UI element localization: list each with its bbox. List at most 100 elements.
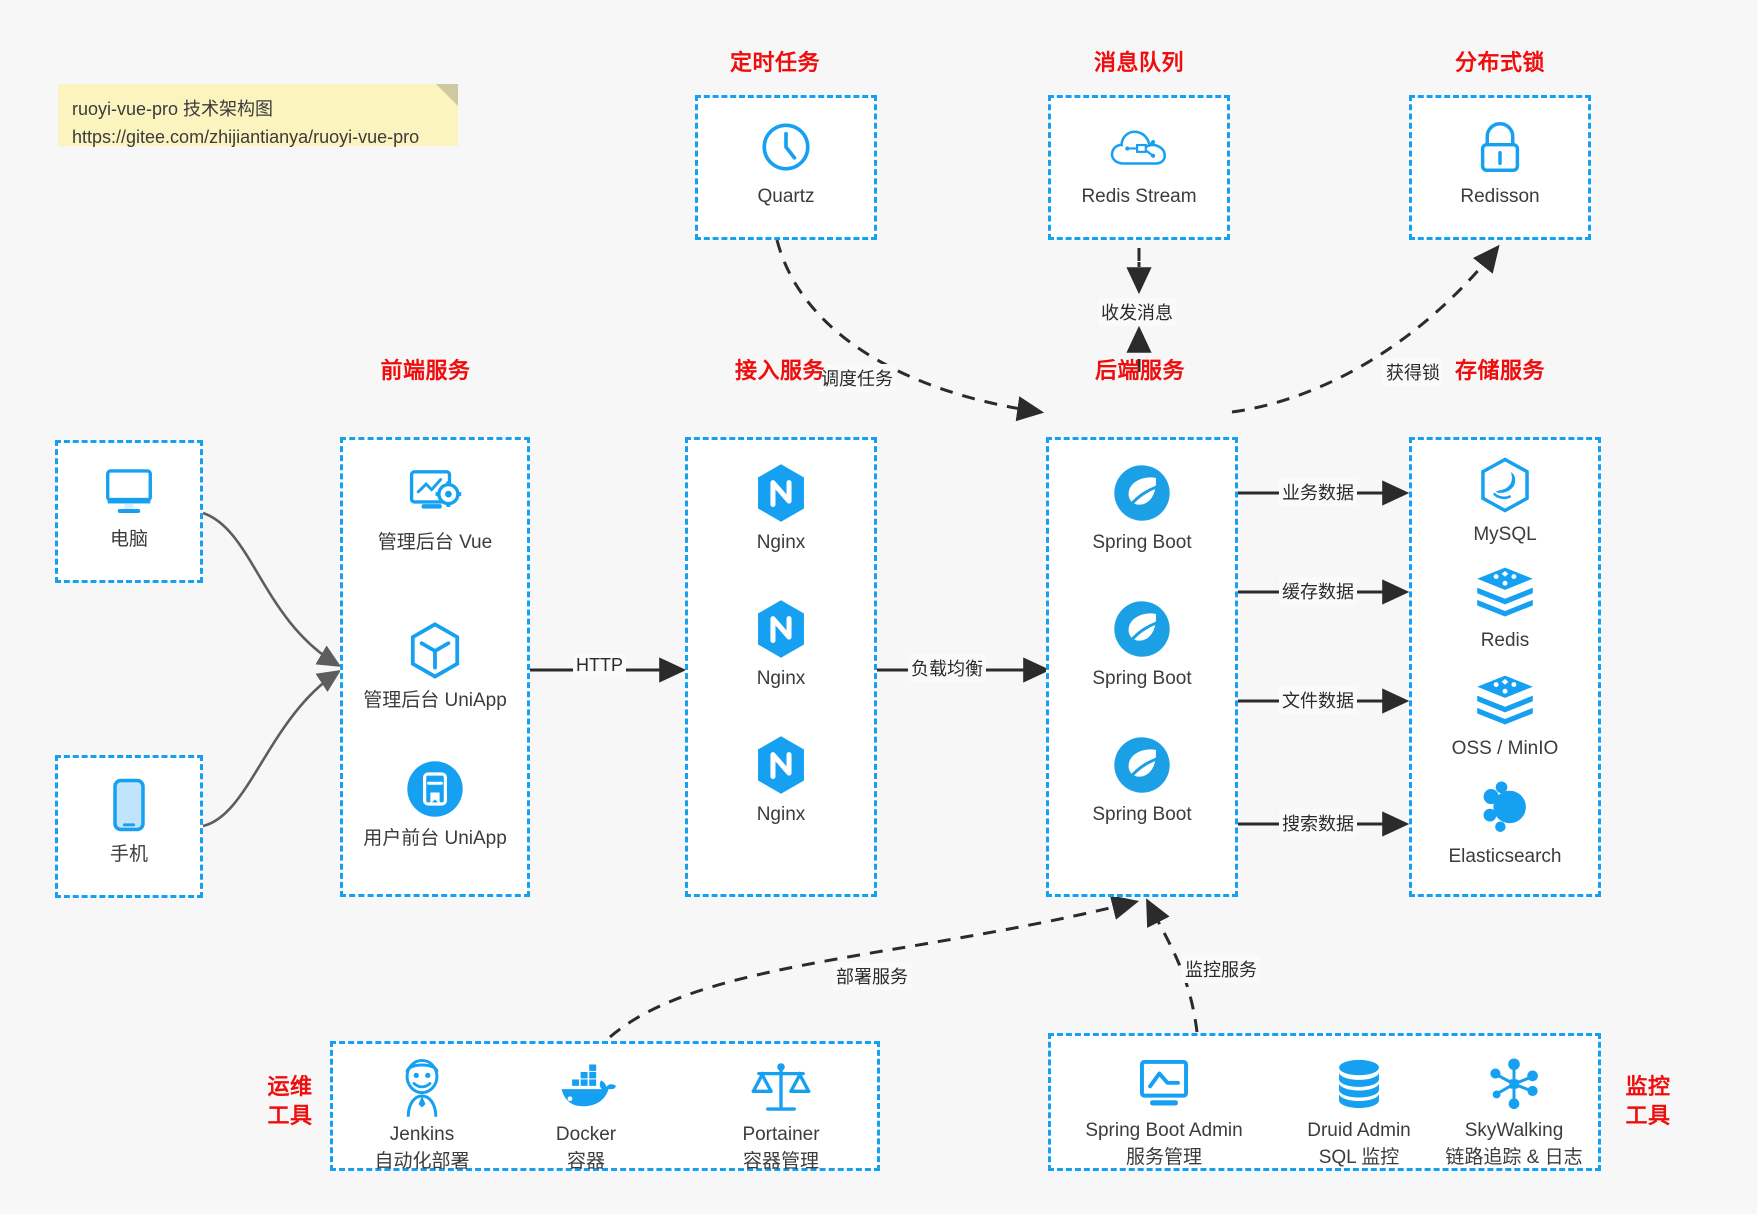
node-jenkins[interactable]: Jenkins 自动化部署 (347, 1056, 497, 1173)
node-spring-boot-2[interactable]: Spring Boot (1049, 598, 1235, 692)
node-label: Spring Boot (1092, 804, 1192, 825)
node-spring-boot-3[interactable]: Spring Boot (1049, 734, 1235, 828)
node-user-uniapp[interactable]: 用户前台 UniApp (343, 758, 527, 852)
edge-label-deploy-service: 部署服务 (833, 962, 911, 990)
node-graph-icon (1429, 1052, 1599, 1116)
monitor-title-line1: 监控 (1625, 1074, 1671, 1099)
node-sublabel: 容器管理 (742, 1151, 819, 1172)
redis-stack-icon (1412, 668, 1598, 730)
node-oss-minio[interactable]: OSS / MinIO (1412, 668, 1598, 762)
node-label: SkyWalking (1464, 1120, 1564, 1141)
node-nginx-1[interactable]: Nginx (688, 462, 874, 556)
node-label: Spring Boot (1092, 668, 1192, 689)
edge-label-business-data: 业务数据 (1279, 478, 1357, 506)
dashboard-gear-icon (343, 462, 527, 524)
group-box-lock[interactable]: Redisson (1409, 95, 1591, 240)
node-sublabel: 自动化部署 (374, 1151, 470, 1172)
docker-whale-icon (511, 1056, 661, 1120)
spring-leaf-icon (1049, 462, 1235, 524)
group-title-frontend: 前端服务 (380, 358, 471, 383)
edge-label-acquire-lock: 获得锁 (1383, 358, 1443, 386)
node-nginx-3[interactable]: Nginx (688, 734, 874, 828)
group-title-monitor: 监控 工具 (1613, 1073, 1683, 1130)
node-elasticsearch[interactable]: Elasticsearch (1412, 776, 1598, 870)
monitor-chart-icon (1059, 1052, 1269, 1116)
edge-label-http: HTTP (573, 654, 626, 677)
group-box-storage[interactable]: MySQL Redis (1409, 437, 1601, 897)
node-label: Redis (1480, 630, 1530, 651)
cloud-network-icon (1051, 116, 1227, 178)
node-redis-stream[interactable]: Redis Stream (1051, 116, 1227, 210)
mysql-dolphin-icon (1412, 454, 1598, 516)
hexagon-cube-icon (343, 620, 527, 682)
lock-icon (1412, 116, 1588, 178)
group-box-client-desktop[interactable]: 电脑 (55, 440, 203, 583)
node-mysql[interactable]: MySQL (1412, 454, 1598, 548)
group-box-gateway[interactable]: Nginx Nginx Nginx (685, 437, 877, 897)
edge-label-cache-data: 缓存数据 (1279, 577, 1357, 605)
group-title-backend: 后端服务 (1094, 358, 1185, 383)
node-mobile[interactable]: 手机 (58, 774, 200, 868)
node-skywalking[interactable]: SkyWalking 链路追踪 & 日志 (1429, 1052, 1599, 1169)
node-label: MySQL (1473, 524, 1537, 545)
group-box-client-mobile[interactable]: 手机 (55, 755, 203, 898)
node-label: Nginx (756, 804, 806, 825)
node-label: Nginx (756, 532, 806, 553)
scales-icon (701, 1056, 861, 1120)
node-spring-boot-admin[interactable]: Spring Boot Admin 服务管理 (1059, 1052, 1269, 1169)
elasticsearch-icon (1412, 776, 1598, 838)
node-desktop[interactable]: 电脑 (58, 459, 200, 553)
node-quartz[interactable]: Quartz (698, 116, 874, 210)
spring-leaf-icon (1049, 734, 1235, 796)
node-label: Portainer (742, 1124, 820, 1145)
edge-label-search-data: 搜索数据 (1279, 809, 1357, 837)
edge-label-mq-messages: 收发消息 (1098, 298, 1176, 326)
node-label: Elasticsearch (1448, 846, 1562, 867)
node-nginx-2[interactable]: Nginx (688, 598, 874, 692)
nginx-icon (688, 462, 874, 524)
node-redis[interactable]: Redis (1412, 560, 1598, 654)
note-title: ruoyi-vue-pro 技术架构图 (72, 99, 274, 119)
desktop-icon (58, 459, 200, 521)
devops-title-line1: 运维 (267, 1074, 313, 1099)
group-box-backend[interactable]: Spring Boot Spring Boot Spring Boot (1046, 437, 1238, 897)
jenkins-butler-icon (347, 1056, 497, 1120)
group-box-scheduler[interactable]: Quartz (695, 95, 877, 240)
node-spring-boot-1[interactable]: Spring Boot (1049, 462, 1235, 556)
node-sublabel: SQL 监控 (1318, 1147, 1400, 1168)
monitor-title-line2: 工具 (1625, 1102, 1671, 1128)
node-label: 电脑 (109, 529, 148, 550)
group-box-mq[interactable]: Redis Stream (1048, 95, 1230, 240)
note-fold-corner (436, 84, 458, 106)
mobile-icon (58, 774, 200, 836)
group-title-mq: 消息队列 (1093, 50, 1184, 75)
node-label: 管理后台 UniApp (363, 690, 507, 711)
group-box-monitor[interactable]: Spring Boot Admin 服务管理 Druid Admin SQL 监… (1048, 1033, 1601, 1171)
node-druid-admin[interactable]: Druid Admin SQL 监控 (1279, 1052, 1439, 1169)
edge-label-file-data: 文件数据 (1279, 686, 1357, 714)
node-label: 用户前台 UniApp (363, 828, 507, 849)
node-docker[interactable]: Docker 容器 (511, 1056, 661, 1173)
database-icon (1279, 1052, 1439, 1116)
node-portainer[interactable]: Portainer 容器管理 (701, 1056, 861, 1173)
sticky-note: ruoyi-vue-pro 技术架构图 https://gitee.com/zh… (58, 84, 458, 147)
node-admin-vue[interactable]: 管理后台 Vue (343, 462, 527, 556)
group-title-scheduler: 定时任务 (729, 50, 820, 75)
node-label: Nginx (756, 668, 806, 689)
node-label: Druid Admin (1307, 1120, 1411, 1141)
group-box-frontend[interactable]: 管理后台 Vue 管理后台 UniApp 用户前台 UniApp (340, 437, 530, 897)
devops-title-line2: 工具 (267, 1102, 313, 1128)
group-title-storage: 存储服务 (1454, 358, 1545, 383)
group-box-devops[interactable]: Jenkins 自动化部署 Docker 容器 (330, 1041, 880, 1173)
app-window-icon (343, 758, 527, 820)
node-redisson[interactable]: Redisson (1412, 116, 1588, 210)
node-label: 管理后台 Vue (377, 532, 493, 553)
note-url: https://gitee.com/zhijiantianya/ruoyi-vu… (72, 126, 420, 147)
node-admin-uniapp[interactable]: 管理后台 UniApp (343, 620, 527, 714)
node-label: Redisson (1460, 186, 1540, 207)
node-label: OSS / MinIO (1451, 738, 1559, 759)
node-label: 手机 (109, 844, 148, 865)
node-sublabel: 容器 (566, 1151, 605, 1172)
node-label: Spring Boot Admin (1085, 1120, 1243, 1141)
